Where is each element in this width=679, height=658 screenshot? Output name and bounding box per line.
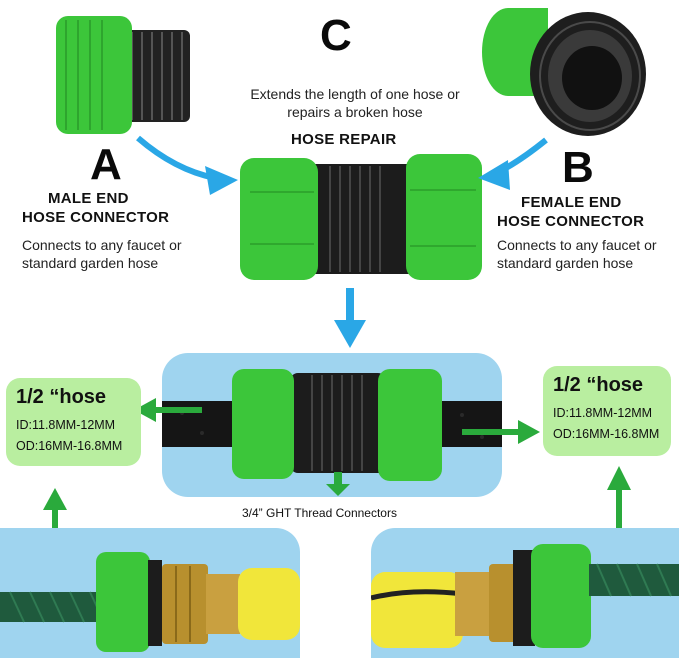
male-end-desc-line2: standard garden hose xyxy=(22,255,159,272)
letter-c: C xyxy=(320,11,352,60)
female-end-desc-line1: Connects to any faucet or xyxy=(497,237,657,253)
hose-repair-connector-image xyxy=(238,152,484,284)
hose-repair-desc-line1: Extends the length of one hose or xyxy=(250,86,460,102)
letter-a: A xyxy=(90,140,122,189)
female-end-title-line2: HOSE CONNECTOR xyxy=(497,212,645,230)
male-end-description: Connects to any faucet or standard garde… xyxy=(22,236,182,272)
middle-product-panel xyxy=(162,353,502,497)
left-spec-id: ID:11.8MM-12MM xyxy=(16,418,116,432)
left-spec-od: OD:16MM-16.8MM xyxy=(16,439,123,454)
female-end-description: Connects to any faucet or standard garde… xyxy=(497,236,657,272)
male-end-title: MALE END HOSE CONNECTOR xyxy=(22,190,169,228)
left-hose-spec-box: 1/2 “hose ID:11.8MM-12MM OD:16MM-16.8MM xyxy=(6,378,141,466)
thread-caption: 3/4” GHT Thread Connectors xyxy=(242,506,397,520)
right-spec-heading: 1/2 “hose xyxy=(553,374,644,396)
female-end-title-line1: FEMALE END xyxy=(521,194,622,211)
female-end-desc-line2: standard garden hose xyxy=(497,255,634,272)
male-end-title-line2: HOSE CONNECTOR xyxy=(22,208,170,226)
female-end-title: FEMALE END HOSE CONNECTOR xyxy=(497,194,644,232)
right-hose-spec-box: 1/2 “hose ID:11.8MM-12MM OD:16MM-16.8MM xyxy=(543,366,671,456)
bottom-right-product-panel xyxy=(371,528,679,658)
right-spec-id: ID:11.8MM-12MM xyxy=(553,406,653,420)
hose-repair-desc-line2: repairs a broken hose xyxy=(287,104,423,121)
male-end-title-line1: MALE END xyxy=(48,190,129,207)
male-connector-image xyxy=(52,12,212,137)
hose-repair-title: HOSE REPAIR xyxy=(291,131,397,148)
female-connector-image xyxy=(478,2,648,140)
hose-repair-description: Extends the length of one hose or repair… xyxy=(230,85,480,121)
right-spec-od: OD:16MM-16.8MM xyxy=(553,427,660,442)
left-spec-heading: 1/2 “hose xyxy=(16,386,107,408)
male-end-desc-line1: Connects to any faucet or xyxy=(22,237,182,253)
bottom-left-product-panel xyxy=(0,528,300,658)
letter-b: B xyxy=(562,143,594,192)
